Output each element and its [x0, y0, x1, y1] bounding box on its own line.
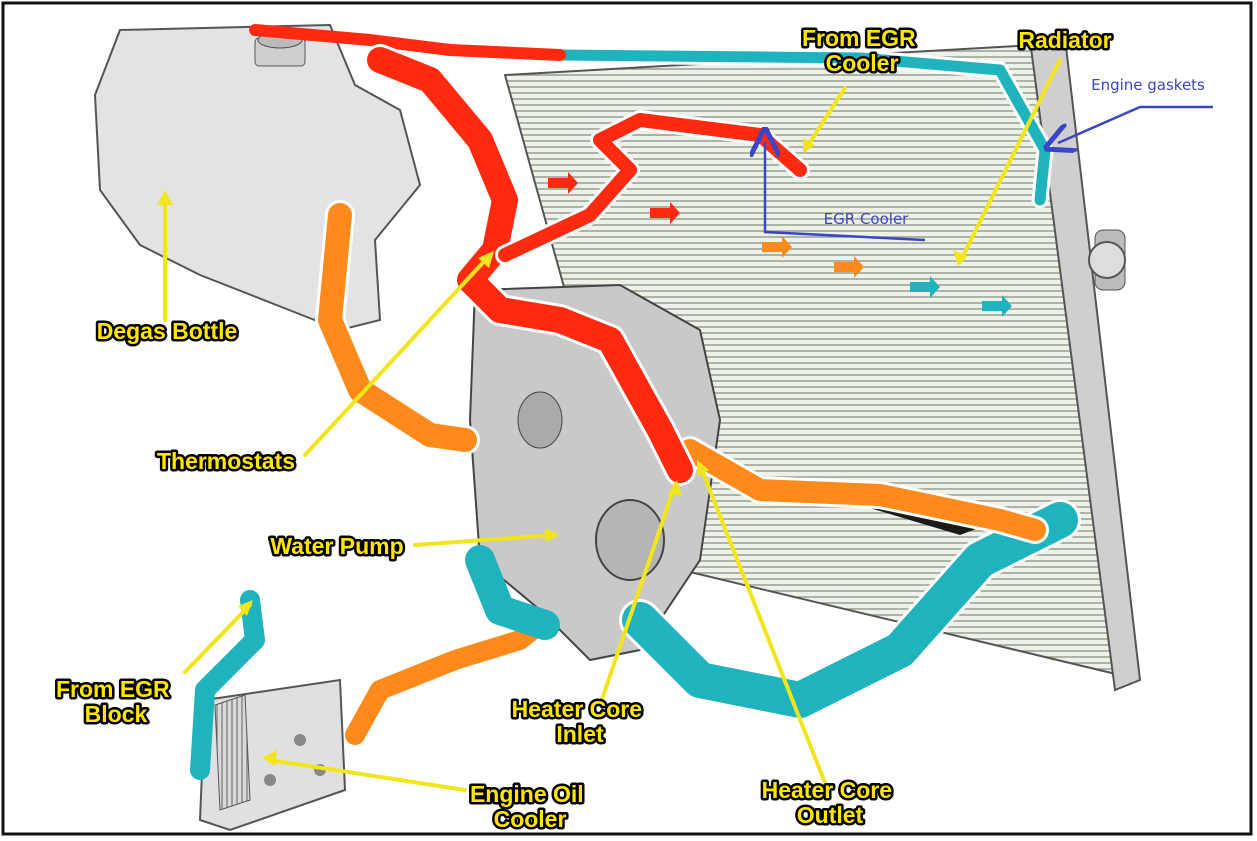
label-egr-cooler: EGR Cooler	[824, 210, 910, 228]
cool-coolant-hoses	[190, 46, 1081, 780]
label-from-egr-block: From EGR Block	[56, 676, 176, 727]
label-radiator: Radiator	[1018, 27, 1111, 53]
callout-arrowheads	[157, 138, 968, 766]
label-from-egr-cooler: From EGR Cooler	[802, 25, 922, 76]
flow-arrow-icon	[548, 172, 578, 194]
callout-lines	[163, 58, 1062, 792]
flow-arrow-icon	[982, 295, 1012, 317]
label-water-pump: Water Pump	[270, 533, 403, 559]
label-engine-gaskets: Engine gaskets	[1091, 76, 1205, 94]
label-heater-core-inlet: Heater Core Inlet	[512, 696, 649, 747]
flow-arrow-icon	[910, 276, 940, 298]
flow-arrow-icon	[834, 256, 864, 278]
label-engine-oil-cooler: Engine Oil Cooler	[470, 781, 590, 832]
warm-coolant-hoses	[315, 200, 1049, 745]
flow-arrow-icon	[762, 236, 792, 258]
label-thermostats: Thermostats	[157, 448, 295, 474]
radiator-flow-arrows	[548, 172, 1012, 317]
label-heater-core-outlet: Heater Core Outlet	[762, 777, 899, 828]
flow-arrow-icon	[650, 202, 680, 224]
engine-block	[468, 283, 722, 662]
blue-annotations	[765, 105, 1213, 242]
label-degas-bottle: Degas Bottle	[97, 318, 238, 344]
